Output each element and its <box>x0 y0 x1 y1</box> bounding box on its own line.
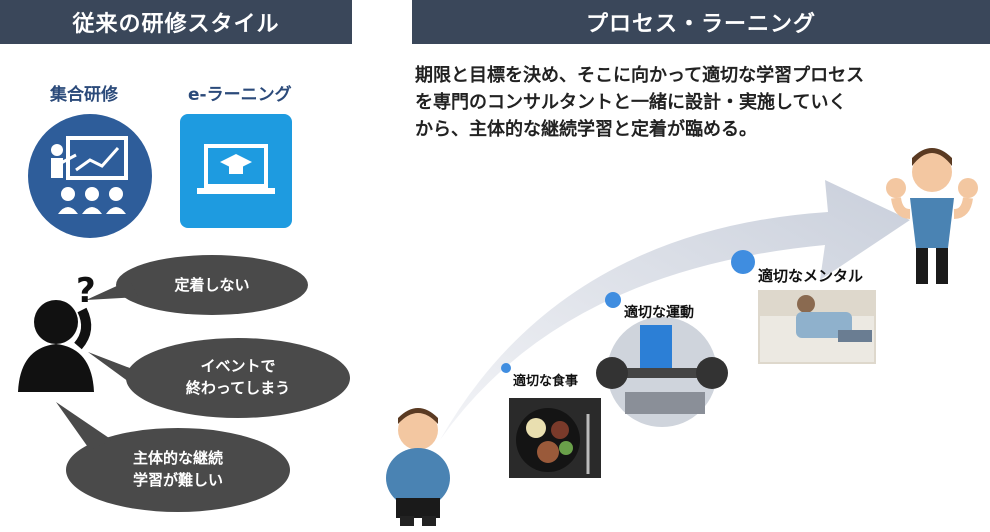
bubble-3-line-1: 主体的な継続 <box>132 449 223 467</box>
step-dot-2 <box>605 292 621 308</box>
progress-arrow <box>440 180 910 440</box>
classroom-icon <box>28 114 152 238</box>
description-line-3: から、主体的な継続学習と定着が臨める。 <box>415 119 757 140</box>
bubble-3-line-2: 学習が難しい <box>132 471 223 489</box>
svg-text:?: ? <box>76 271 96 311</box>
bubble-2-line-2: 終わってしまう <box>185 379 291 397</box>
bubble-text-2: イベントで 終わってしまう <box>148 355 328 399</box>
laptop-graduation-icon <box>180 114 292 228</box>
bench-press-photo <box>596 317 728 427</box>
overweight-man-icon <box>386 408 450 526</box>
step-dot-3 <box>731 250 755 274</box>
method-label-e-learning: e-ラーニング <box>188 85 292 105</box>
bubble-text-1: 定着しない <box>132 274 292 296</box>
description-line-2: を専門のコンサルタントと一緒に設計・実施していく <box>415 92 847 113</box>
description-line-1: 期限と目標を決め、そこに向かって適切な学習プロセス <box>415 65 865 86</box>
left-section-header: 従来の研修スタイル <box>0 0 352 44</box>
step-label-mental: 適切なメンタル <box>758 267 864 285</box>
relaxing-man-photo <box>758 290 876 364</box>
fit-man-icon <box>886 148 978 284</box>
step-label-diet: 適切な食事 <box>513 374 579 389</box>
food-bowl-photo <box>509 398 601 478</box>
confused-person-icon: ? <box>18 271 96 392</box>
description: 期限と目標を決め、そこに向かって適切な学習プロセス を専門のコンサルタントと一緒… <box>415 62 975 143</box>
right-section-header: プロセス・ラーニング <box>412 0 990 44</box>
bubble-2-line-1: イベントで <box>200 357 276 375</box>
step-dot-1 <box>501 363 511 373</box>
step-label-exercise: 適切な運動 <box>624 305 694 321</box>
method-label-group-training: 集合研修 <box>50 85 118 105</box>
bubble-text-3: 主体的な継続 学習が難しい <box>88 447 268 491</box>
bubble-1-line-1: 定着しない <box>174 276 250 294</box>
speech-bubbles <box>56 255 350 512</box>
